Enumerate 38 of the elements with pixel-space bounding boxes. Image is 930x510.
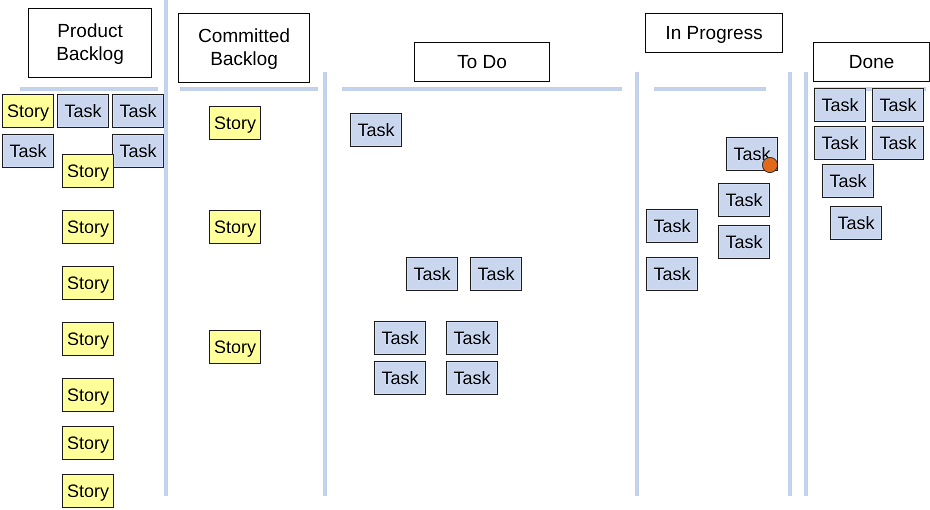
column-header: Committed Backlog: [178, 13, 310, 83]
story-card: Story: [62, 210, 114, 244]
task-card: Task: [406, 257, 458, 291]
task-card: Task: [446, 321, 498, 355]
story-card: Story: [62, 378, 114, 412]
task-card: Task: [646, 257, 698, 291]
task-card: Task: [718, 225, 770, 259]
story-card: Story: [62, 154, 114, 188]
story-card: Story: [62, 266, 114, 300]
task-card: Task: [872, 126, 924, 160]
story-card: Story: [209, 330, 261, 364]
task-card: Task: [374, 321, 426, 355]
task-card: Task: [814, 88, 866, 122]
task-card: Task: [814, 126, 866, 160]
story-card: Story: [62, 474, 114, 508]
task-card: Task: [830, 206, 882, 240]
task-card: Task: [57, 94, 109, 128]
task-card: Task: [872, 88, 924, 122]
story-card: Story: [62, 426, 114, 460]
task-card: Task: [726, 137, 778, 171]
story-card: Story: [209, 210, 261, 244]
story-card: Story: [209, 106, 261, 140]
task-card: Task: [718, 183, 770, 217]
column-header: Product Backlog: [28, 8, 152, 78]
task-card: Task: [646, 209, 698, 243]
story-card: Story: [62, 322, 114, 356]
task-card: Task: [374, 361, 426, 395]
column-header: Done: [813, 42, 930, 82]
task-card: Task: [822, 164, 874, 198]
task-card: Task: [470, 257, 522, 291]
task-card: Task: [112, 94, 164, 128]
story-card: Story: [2, 94, 54, 128]
task-card: Task: [350, 113, 402, 147]
column-header: In Progress: [645, 13, 783, 53]
column-header: To Do: [414, 42, 550, 82]
task-card: Task: [112, 134, 164, 168]
task-card: Task: [446, 361, 498, 395]
task-card: Task: [2, 134, 54, 168]
